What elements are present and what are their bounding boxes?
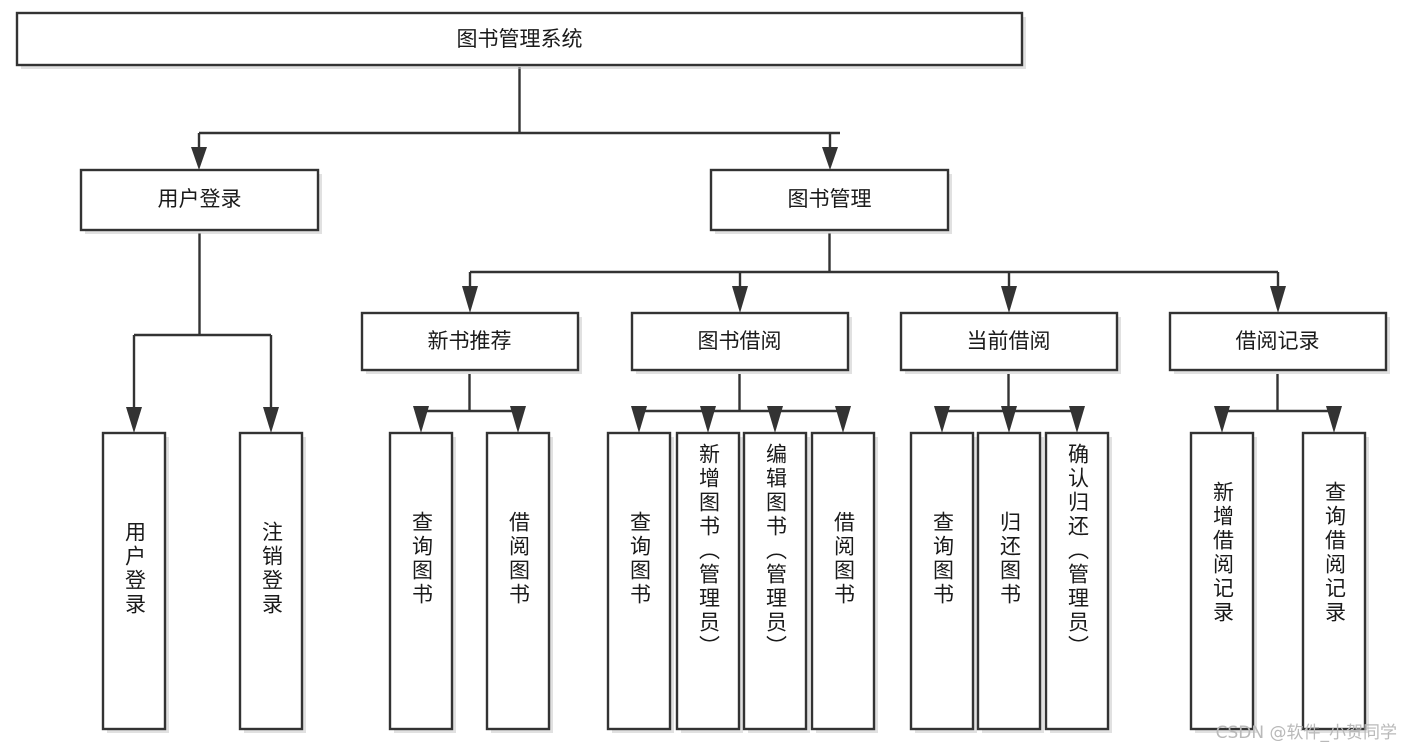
node-current-borrow-label: 当前借阅 [967,329,1051,353]
arrow-current-leaf-2-icon [1001,406,1017,433]
connector-group-root [191,67,840,170]
connector-group-new-book [413,374,526,433]
connector-group-user-login [126,233,279,433]
node-leaf-borrow-record-2[interactable] [1301,431,1369,733]
arrow-borrow-leaf-4-icon [835,406,851,433]
arrow-root-to-user-icon [191,147,207,170]
connector-group-book-borrow [631,374,851,433]
node-user-login-label: 用户登录 [158,187,242,211]
arrow-user-leaf-2-icon [263,407,279,433]
arrow-record-leaf-1-icon [1214,406,1230,433]
node-leaf-current-borrow-2[interactable] [976,431,1044,733]
arrow-user-leaf-1-icon [126,407,142,433]
node-book-borrow-label: 图书借阅 [698,329,782,353]
arrow-books-child-2-icon [732,286,748,313]
node-new-book-recommend[interactable]: 新书推荐 [360,311,582,374]
arrow-record-leaf-2-icon [1326,406,1342,433]
node-leaf-book-borrow-1[interactable] [606,431,674,733]
node-leaf-current-borrow-3[interactable] [1044,431,1112,733]
node-leaf-book-borrow-3[interactable] [742,431,810,733]
node-new-book-recommend-label: 新书推荐 [428,329,512,353]
connector-group-borrow-record [1214,374,1342,433]
node-leaf-book-borrow-2[interactable] [675,431,743,733]
arrow-current-leaf-1-icon [934,406,950,433]
node-leaf-borrow-record-1[interactable] [1189,431,1257,733]
node-leaf-new-book-1[interactable] [388,431,456,733]
node-leaf-new-book-2[interactable] [485,431,553,733]
node-borrow-record[interactable]: 借阅记录 [1168,311,1390,374]
arrow-borrow-leaf-1-icon [631,406,647,433]
arrow-books-child-3-icon [1001,286,1017,313]
node-current-borrow[interactable]: 当前借阅 [899,311,1121,374]
arrow-current-leaf-3-icon [1069,406,1085,433]
node-leaf-current-borrow-1[interactable] [909,431,977,733]
node-leaf-user-login-2[interactable] [238,431,306,733]
arrow-root-to-books-icon [822,147,838,170]
node-book-borrow[interactable]: 图书借阅 [630,311,852,374]
node-borrow-record-label: 借阅记录 [1236,329,1320,353]
node-book-manage-label: 图书管理 [788,187,872,211]
arrow-books-child-1-icon [462,286,478,313]
arrow-newbook-leaf-2-icon [510,406,526,433]
arrow-books-child-4-icon [1270,286,1286,313]
connector-group-book-manage [462,233,1286,313]
arrow-newbook-leaf-1-icon [413,406,429,433]
arrow-borrow-leaf-3-icon [767,406,783,433]
node-leaf-user-login-1[interactable] [101,431,169,733]
node-leaf-book-borrow-4[interactable] [810,431,878,733]
node-book-manage[interactable]: 图书管理 [709,168,952,234]
arrow-borrow-leaf-2-icon [700,406,716,433]
node-root-label: 图书管理系统 [457,27,583,51]
connector-group-current-borrow [934,374,1085,433]
node-user-login[interactable]: 用户登录 [79,168,322,234]
node-root[interactable]: 图书管理系统 [15,11,1026,69]
